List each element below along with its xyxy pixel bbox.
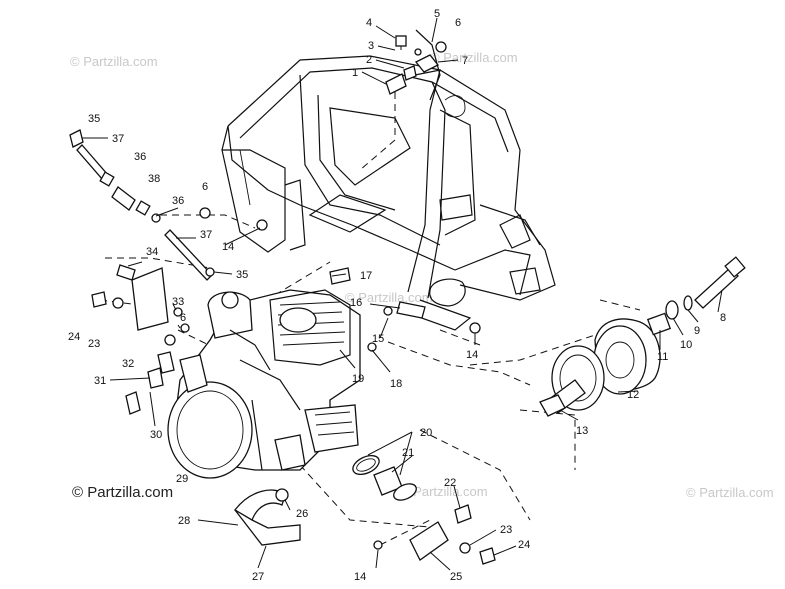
- callout-6-c: 6: [180, 312, 186, 324]
- callout-24: 24: [68, 331, 80, 343]
- frame: [221, 55, 556, 331]
- exhaust-parts: [234, 488, 496, 565]
- misc-fasteners: [91, 207, 481, 415]
- throttle-parts-top: [385, 29, 447, 101]
- air-duct-27: [234, 509, 301, 546]
- callout-14-b: 14: [466, 349, 478, 361]
- recoil-starter-cover: [167, 381, 253, 479]
- callout-10: 10: [680, 339, 692, 351]
- callout-35-b: 35: [236, 269, 248, 281]
- callout-27: 27: [252, 571, 264, 583]
- callout-22: 22: [444, 477, 456, 489]
- callout-36-b: 36: [172, 195, 184, 207]
- callout-24-b: 24: [518, 539, 530, 551]
- callouts: 4 5 6 3 2 7 1 35 37 36 38 6 36 37 14 34 …: [68, 8, 726, 583]
- callout-25: 25: [450, 571, 462, 583]
- callout-14: 14: [222, 241, 234, 253]
- callout-8: 8: [720, 312, 726, 324]
- assembly-lines: [99, 92, 641, 546]
- watermark-top-left: © Partzilla.com: [70, 54, 158, 69]
- callout-35: 35: [88, 113, 100, 125]
- starter-handle[interactable]: [179, 354, 208, 393]
- callout-4: 4: [366, 17, 372, 29]
- callout-13: 13: [576, 425, 588, 437]
- callout-36: 36: [134, 151, 146, 163]
- callout-6-b: 6: [202, 181, 208, 193]
- hose-clamps: [352, 454, 417, 501]
- callout-21: 21: [402, 447, 414, 459]
- watermark-middle: © Partzilla.com: [345, 290, 433, 305]
- callout-6: 6: [455, 17, 461, 29]
- callout-11: 11: [657, 351, 668, 363]
- callout-30: 30: [150, 429, 162, 441]
- callout-9: 9: [694, 325, 700, 337]
- throttle-cable-left: [69, 129, 213, 281]
- callout-19: 19: [352, 373, 364, 385]
- bracket-32: [131, 267, 169, 331]
- callout-37-b: 37: [200, 229, 212, 241]
- callout-28: 28: [178, 515, 190, 527]
- callout-12: 12: [627, 389, 639, 401]
- watermark-top-right: © Partzilla.com: [430, 50, 518, 65]
- callout-14-c: 14: [354, 571, 366, 583]
- callout-29: 29: [176, 473, 188, 485]
- callout-1: 1: [352, 67, 358, 79]
- watermark-bottom-left: © Partzilla.com: [72, 484, 173, 501]
- watermark-lower-middle: © Partzilla.com: [400, 484, 488, 499]
- callout-23: 23: [88, 338, 100, 350]
- callout-5: 5: [434, 8, 440, 20]
- callout-23-b: 23: [500, 524, 512, 536]
- callout-7: 7: [462, 55, 468, 67]
- drive-clutch: [539, 256, 746, 417]
- callout-32: 32: [122, 358, 134, 370]
- callout-33: 33: [172, 296, 184, 308]
- callout-15: 15: [372, 333, 384, 345]
- callout-26: 26: [296, 508, 308, 520]
- clutch-bolt: [694, 267, 739, 309]
- callout-38: 38: [148, 173, 160, 185]
- callout-37: 37: [112, 133, 124, 145]
- bracket-25: [409, 521, 449, 561]
- watermark-right: © Partzilla.com: [686, 485, 774, 500]
- callout-18: 18: [390, 378, 402, 390]
- carburetor: [207, 291, 253, 339]
- callout-3: 3: [368, 40, 374, 52]
- callout-16: 16: [350, 297, 362, 309]
- callout-17: 17: [360, 270, 372, 282]
- leader-lines: [82, 17, 723, 571]
- callout-34: 34: [146, 246, 158, 258]
- callout-20: 20: [420, 427, 432, 439]
- callout-31: 31: [94, 375, 106, 387]
- callout-2: 2: [366, 54, 372, 66]
- engine: [167, 289, 361, 479]
